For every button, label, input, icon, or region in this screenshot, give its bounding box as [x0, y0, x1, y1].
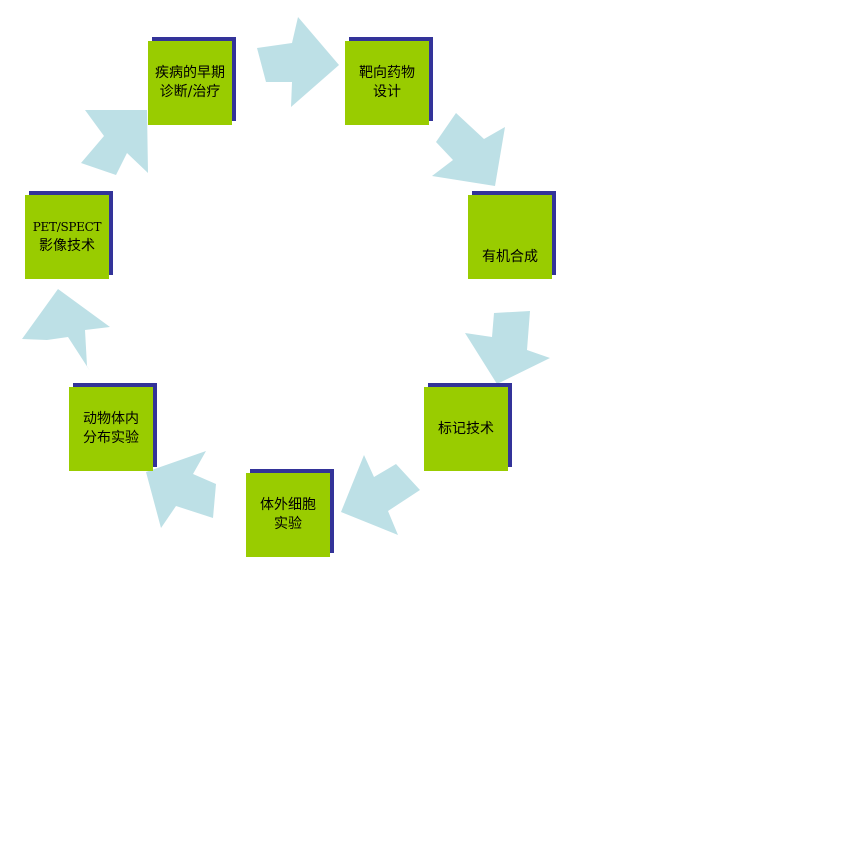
arrow-labeling-technique-to-in-vitro-cell-experiment	[341, 455, 420, 535]
node-targeted-drug-design: 靶向药物 设计	[345, 37, 433, 125]
node-box: 疾病的早期 诊断/治疗	[148, 41, 232, 125]
node-labeling-technique: 标记技术	[424, 383, 512, 471]
arrow-pet-spect-imaging-to-early-diagnosis	[81, 110, 148, 175]
arrow-organic-synthesis-to-labeling-technique	[465, 311, 550, 384]
node-label-line: 设计	[373, 84, 401, 100]
node-label-line: 分布实验	[83, 430, 139, 446]
node-box: 动物体内 分布实验	[69, 387, 153, 471]
node-organic-synthesis: 有机合成	[468, 191, 556, 279]
node-label-line: 动物体内	[83, 411, 139, 427]
node-label-line: 诊断/治疗	[159, 84, 221, 100]
node-label-line: 体外细胞	[260, 497, 316, 513]
node-early-diagnosis: 疾病的早期 诊断/治疗	[148, 37, 236, 125]
node-label-line: PET/SPECT	[32, 220, 102, 234]
node-in-vitro-cell-experiment: 体外细胞 实验	[246, 469, 334, 557]
arrow-targeted-drug-design-to-organic-synthesis	[432, 113, 505, 186]
node-pet-spect-imaging: PET/SPECT 影像技术	[25, 191, 113, 279]
node-label-line: 靶向药物	[359, 65, 415, 81]
node-box: PET/SPECT 影像技术	[25, 195, 109, 279]
node-label-line: 标记技术	[438, 420, 494, 437]
node-box: 靶向药物 设计	[345, 41, 429, 125]
node-label-line: 有机合成	[482, 249, 538, 265]
node-box: 体外细胞 实验	[246, 473, 330, 557]
node-label-line: 疾病的早期	[155, 65, 225, 81]
arrow-in-vitro-cell-experiment-to-animal-biodistribution	[146, 451, 216, 528]
node-animal-biodistribution: 动物体内 分布实验	[69, 383, 157, 471]
node-box: 标记技术	[424, 387, 508, 471]
node-box: 有机合成	[468, 195, 552, 279]
arrow-animal-biodistribution-to-pet-spect-imaging	[22, 289, 110, 371]
node-label-line: 影像技术	[39, 238, 95, 254]
arrow-early-diagnosis-to-targeted-drug-design	[257, 17, 339, 107]
node-label-line: 实验	[274, 516, 302, 532]
